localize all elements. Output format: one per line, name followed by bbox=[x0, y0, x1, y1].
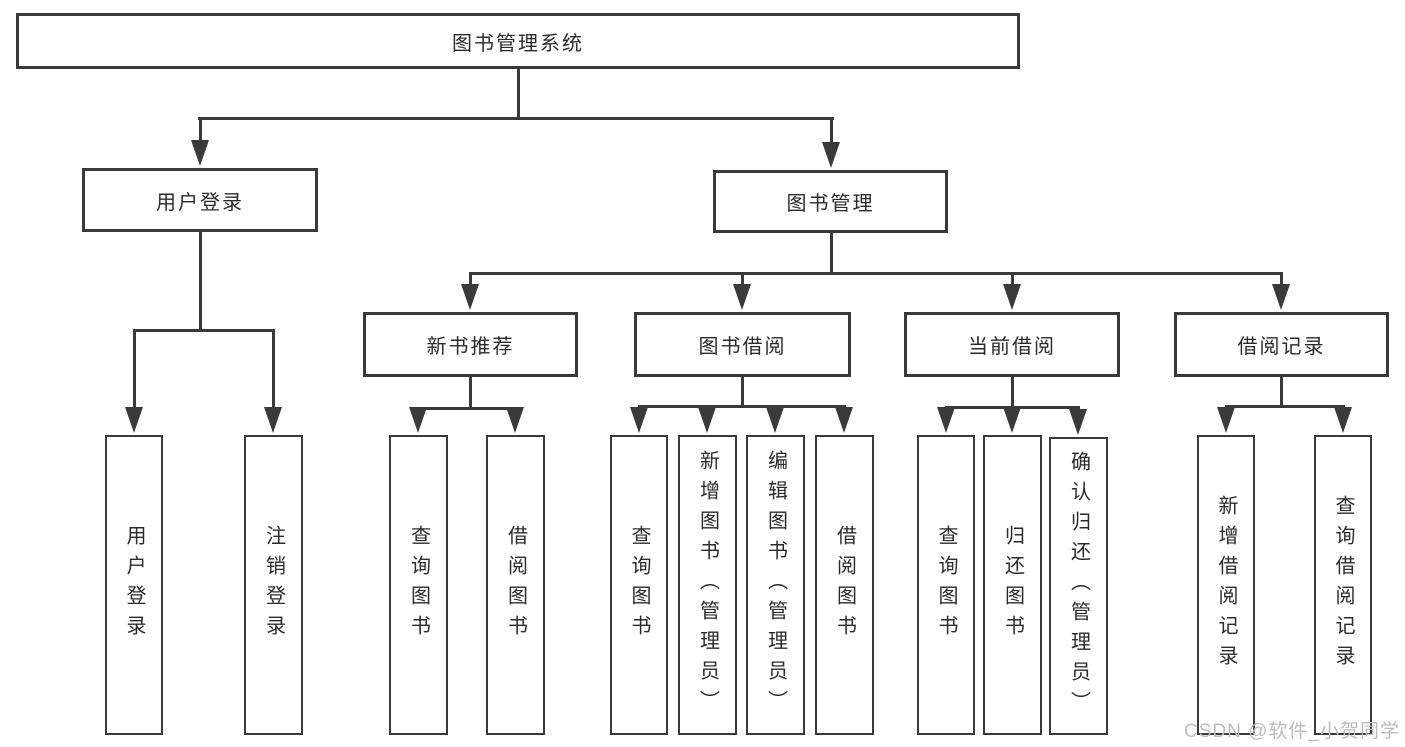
connector-line bbox=[468, 273, 472, 290]
arrow-head-icon bbox=[1003, 284, 1021, 310]
arrow-head-icon bbox=[264, 407, 282, 433]
diagram-node-leaf-nb-borrow: 借阅图书 bbox=[486, 435, 545, 735]
connector-line bbox=[1279, 273, 1283, 290]
connector-line bbox=[197, 116, 834, 120]
arrow-head-icon bbox=[1272, 284, 1290, 310]
arrow-head-icon bbox=[766, 407, 784, 433]
connector-line bbox=[468, 377, 472, 408]
diagram-node-book-borrow: 图书借阅 bbox=[634, 312, 851, 377]
connector-line bbox=[198, 118, 202, 146]
diagram-node-leaf-bb-borrow: 借阅图书 bbox=[815, 435, 874, 735]
diagram-node-leaf-bb-query: 查询图书 bbox=[610, 435, 668, 735]
diagram-node-book-mgmt: 图书管理 bbox=[713, 170, 948, 233]
diagram-node-leaf-user-login: 用户登录 bbox=[105, 435, 163, 735]
connector-line bbox=[1279, 377, 1283, 406]
connector-line bbox=[740, 273, 744, 290]
connector-line bbox=[132, 328, 275, 332]
diagram-node-borrow-record: 借阅记录 bbox=[1174, 312, 1389, 377]
arrow-head-icon bbox=[1003, 407, 1021, 433]
connector-line bbox=[1010, 377, 1014, 407]
diagram-node-leaf-cb-confirm: 确认归还（管理员） bbox=[1049, 437, 1108, 735]
diagram-node-current-borrow: 当前借阅 bbox=[904, 312, 1120, 377]
csdn-watermark: CSDN @软件_小贺同学 bbox=[1184, 721, 1400, 742]
arrow-head-icon bbox=[506, 407, 524, 433]
connector-line bbox=[829, 233, 833, 273]
arrow-head-icon bbox=[1217, 407, 1235, 433]
arrow-head-icon bbox=[191, 140, 209, 166]
arrow-head-icon bbox=[125, 407, 143, 433]
diagram-node-leaf-cb-query: 查询图书 bbox=[917, 435, 975, 735]
connector-line bbox=[198, 232, 202, 330]
arrow-head-icon bbox=[733, 284, 751, 310]
arrow-head-icon bbox=[698, 407, 716, 433]
connector-line bbox=[1010, 273, 1014, 290]
arrow-head-icon bbox=[937, 407, 955, 433]
diagram-node-leaf-bb-edit: 编辑图书（管理员） bbox=[746, 435, 805, 735]
arrow-head-icon bbox=[835, 407, 853, 433]
connector-line bbox=[468, 271, 1283, 275]
connector-line bbox=[516, 69, 520, 118]
connector-line bbox=[271, 330, 275, 413]
arrow-head-icon bbox=[1069, 409, 1087, 435]
connector-line bbox=[1224, 404, 1345, 408]
connector-line bbox=[829, 118, 833, 148]
diagram-node-leaf-cb-return: 归还图书 bbox=[983, 435, 1042, 735]
diagram-node-leaf-bb-add: 新增图书（管理员） bbox=[678, 435, 737, 735]
diagram-node-leaf-br-add: 新增借阅记录 bbox=[1197, 435, 1255, 735]
diagram-node-leaf-nb-query: 查询图书 bbox=[389, 435, 448, 735]
arrow-head-icon bbox=[461, 284, 479, 310]
arrow-head-icon bbox=[822, 142, 840, 168]
connector-line bbox=[416, 406, 517, 410]
diagram-node-leaf-logout: 注销登录 bbox=[244, 435, 303, 735]
arrow-head-icon bbox=[1334, 407, 1352, 433]
arrow-head-icon bbox=[409, 407, 427, 433]
diagram-node-leaf-br-query: 查询借阅记录 bbox=[1314, 435, 1372, 735]
diagram-node-new-book-rec: 新书推荐 bbox=[363, 312, 578, 377]
connector-line bbox=[740, 377, 744, 406]
connector-line bbox=[637, 404, 846, 408]
diagram-node-user-login-group: 用户登录 bbox=[82, 168, 318, 232]
diagram-node-root: 图书管理系统 bbox=[16, 13, 1020, 69]
arrow-head-icon bbox=[630, 407, 648, 433]
connector-line bbox=[132, 330, 136, 413]
